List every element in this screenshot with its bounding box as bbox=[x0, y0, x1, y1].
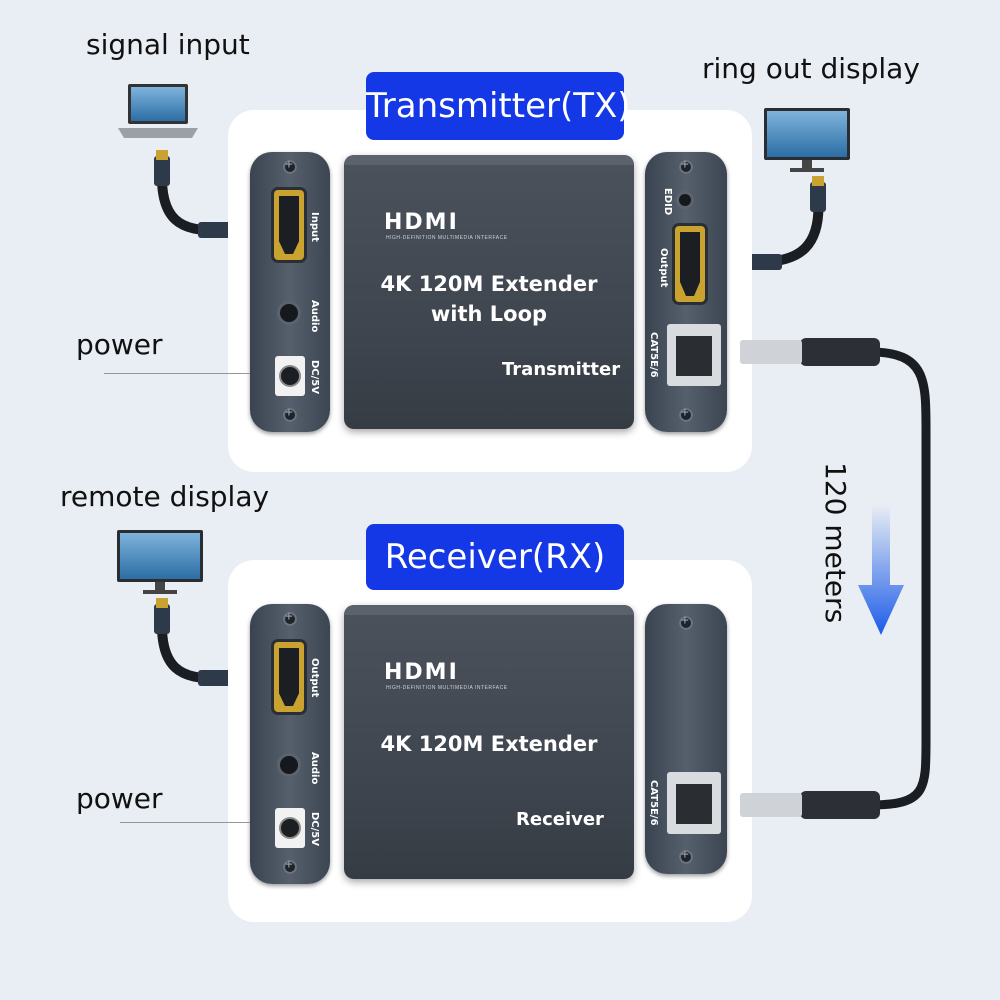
tx-input-label: Input bbox=[309, 212, 320, 242]
power-rx-pointer bbox=[120, 822, 250, 823]
screw-icon bbox=[283, 157, 297, 174]
power-rx-label: power bbox=[76, 782, 163, 815]
edid-button bbox=[679, 194, 691, 206]
screw-icon bbox=[283, 405, 297, 422]
tx-cat-label: CAT5E/6 bbox=[648, 332, 659, 378]
hdmi-cable-input bbox=[154, 150, 242, 238]
screw-icon bbox=[679, 613, 693, 630]
body-top-edge bbox=[344, 155, 634, 165]
rx-audio-label: Audio bbox=[309, 752, 320, 785]
rx-dc-port bbox=[275, 808, 305, 848]
power-tx-label: power bbox=[76, 328, 163, 361]
screw-icon bbox=[283, 609, 297, 626]
transmitter-body: HDMI HIGH-DEFINITION MULTIMEDIA INTERFAC… bbox=[344, 155, 634, 429]
signal-input-label: signal input bbox=[86, 28, 250, 61]
distance-label-wrap: 120 meters bbox=[814, 462, 854, 624]
rx-hdmi-logo: HDMI bbox=[384, 660, 459, 685]
tx-role: Transmitter bbox=[502, 359, 621, 380]
monitor-icon bbox=[117, 530, 203, 594]
rx-audio-jack bbox=[280, 756, 298, 774]
distance-label: 120 meters bbox=[819, 462, 852, 624]
monitor-icon bbox=[764, 108, 850, 172]
screw-icon bbox=[283, 857, 297, 874]
rx-left-plate: Output Audio DC/5V bbox=[250, 604, 330, 884]
tx-hdmi-sub: HIGH-DEFINITION MULTIMEDIA INTERFACE bbox=[386, 235, 508, 241]
rx-product-line1: 4K 120M Extender bbox=[380, 732, 598, 756]
receiver-body: HDMI HIGH-DEFINITION MULTIMEDIA INTERFAC… bbox=[344, 605, 634, 879]
tx-audio-jack bbox=[280, 304, 298, 322]
rx-hdmi-output-port bbox=[274, 642, 304, 712]
rx-dc-label: DC/5V bbox=[309, 812, 320, 846]
tx-audio-label: Audio bbox=[309, 300, 320, 333]
rx-rj45-port bbox=[667, 772, 721, 834]
tx-edid-label: EDID bbox=[662, 188, 673, 216]
tx-output-label: Output bbox=[658, 248, 669, 288]
rx-right-plate: CAT5E/6 bbox=[645, 604, 727, 874]
tx-product-line2: with Loop bbox=[430, 302, 548, 326]
laptop-icon bbox=[118, 84, 198, 138]
power-tx-pointer bbox=[104, 373, 250, 374]
down-arrow-icon bbox=[858, 505, 904, 635]
tx-rj45-port bbox=[667, 324, 721, 386]
tx-hdmi-input-port bbox=[274, 190, 304, 260]
transmitter-title: Transmitter(TX) bbox=[366, 72, 631, 140]
tx-right-plate: EDID Output CAT5E/6 bbox=[645, 152, 727, 432]
rx-role: Receiver bbox=[516, 809, 604, 830]
tx-product-line1: 4K 120M Extender bbox=[380, 272, 598, 296]
screw-icon bbox=[679, 847, 693, 864]
ring-out-display-label: ring out display bbox=[702, 52, 920, 85]
ethernet-cable bbox=[740, 338, 931, 819]
tx-dc-port bbox=[275, 356, 305, 396]
body-top-edge bbox=[344, 605, 634, 615]
rx-output-label: Output bbox=[309, 658, 320, 698]
tx-hdmi-logo: HDMI bbox=[384, 210, 459, 235]
rx-cat-label: CAT5E/6 bbox=[648, 780, 659, 826]
rx-hdmi-sub: HIGH-DEFINITION MULTIMEDIA INTERFACE bbox=[386, 685, 508, 691]
tx-dc-label: DC/5V bbox=[309, 360, 320, 394]
screw-icon bbox=[679, 405, 693, 422]
remote-display-label: remote display bbox=[60, 480, 270, 513]
tx-left-plate: Input Audio DC/5V bbox=[250, 152, 330, 432]
screw-icon bbox=[679, 157, 693, 174]
tx-hdmi-output-port bbox=[675, 226, 705, 302]
receiver-title: Receiver(RX) bbox=[366, 524, 624, 590]
